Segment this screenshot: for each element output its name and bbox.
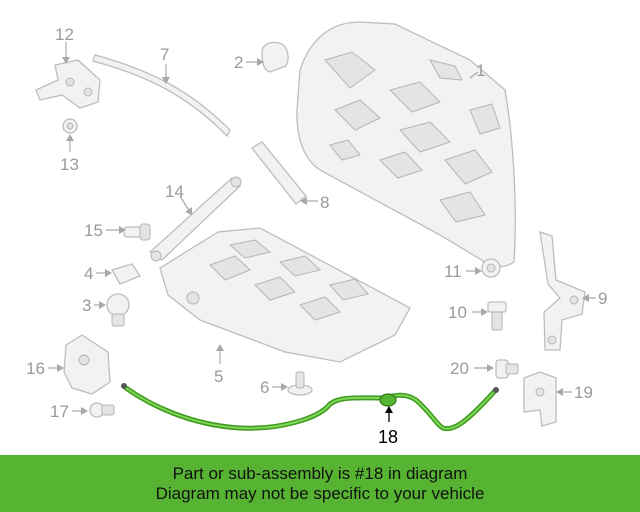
callout-2: 2 (234, 53, 243, 72)
part-15-pin[interactable] (123, 223, 151, 241)
part-18-release-cable[interactable] (121, 383, 499, 432)
part-17-bolt[interactable] (89, 402, 115, 418)
callout-17: 17 (50, 402, 69, 421)
callout-13: 13 (60, 155, 79, 174)
part-13-bolt[interactable] (62, 118, 78, 134)
callout-19: 19 (574, 383, 593, 402)
part-8-seal[interactable] (251, 141, 307, 205)
callouts: 1 2 7 12 13 8 14 15 4 3 5 6 9 10 11 16 1… (26, 25, 607, 447)
part-19-handle[interactable] (523, 371, 557, 427)
callout-1: 1 (476, 61, 485, 80)
part-9-hinge[interactable] (539, 231, 586, 351)
info-banner: Part or sub-assembly is #18 in diagram D… (0, 455, 640, 512)
callout-3: 3 (82, 296, 91, 315)
callout-15: 15 (84, 221, 103, 240)
callout-6: 6 (260, 378, 269, 397)
part-10-bolt[interactable] (487, 301, 507, 331)
part-3-grommet[interactable] (106, 293, 130, 327)
callout-18: 18 (378, 427, 398, 447)
parts-diagram: 1 2 7 12 13 8 14 15 4 3 5 6 9 10 11 16 1… (26, 21, 607, 447)
banner-line-2: Diagram may not be specific to your vehi… (155, 483, 485, 503)
part-12-latch[interactable] (35, 59, 101, 109)
part-7-weatherstrip[interactable] (92, 54, 231, 138)
part-4-clip[interactable] (111, 263, 141, 285)
callout-20: 20 (450, 359, 469, 378)
callout-16: 16 (26, 359, 45, 378)
banner-line-1: Part or sub-assembly is #18 in diagram (172, 463, 468, 483)
callout-11: 11 (444, 262, 462, 281)
callout-14: 14 (165, 182, 184, 201)
part-14-strut[interactable] (148, 176, 242, 262)
part-11-nut[interactable] (481, 258, 501, 278)
callout-9: 9 (598, 289, 607, 308)
part-20-pin[interactable] (495, 359, 519, 379)
part-1-hood[interactable] (296, 21, 516, 268)
leader-lines (48, 42, 596, 422)
callout-8: 8 (320, 193, 329, 212)
callout-12: 12 (55, 25, 74, 44)
part-5-insulator[interactable] (159, 227, 411, 363)
callout-4: 4 (84, 264, 93, 283)
callout-5: 5 (214, 367, 223, 386)
callout-10: 10 (448, 303, 467, 322)
part-16-latch-assembly[interactable] (63, 334, 111, 395)
part-2-bumper[interactable] (261, 41, 289, 73)
part-6-pushpin[interactable] (287, 371, 313, 396)
callout-7: 7 (160, 45, 169, 64)
